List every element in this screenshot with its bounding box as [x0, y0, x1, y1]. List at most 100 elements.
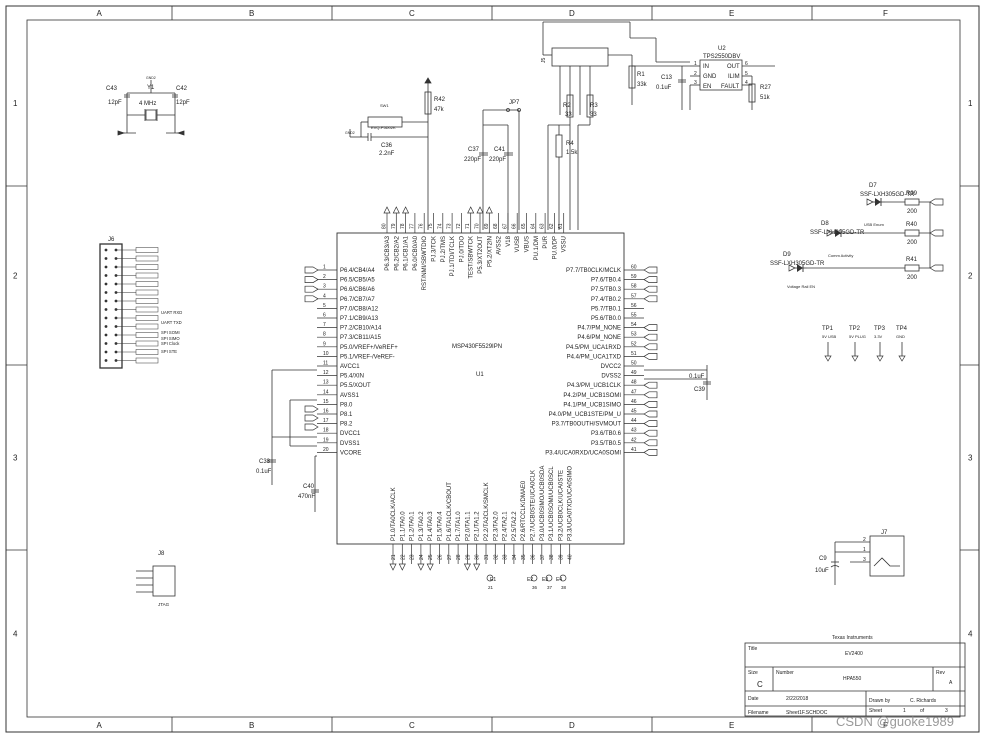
frame-row-label-left: 4: [13, 630, 18, 639]
u1-net-flag: [643, 439, 658, 447]
tb-rev-label: Rev: [936, 670, 945, 676]
u1-pin-number: 52: [631, 341, 637, 347]
led-resistor: [904, 264, 920, 272]
u1-pin-number: 77: [409, 223, 415, 229]
r1-value: 33k: [637, 82, 648, 88]
u1-net-flag: [643, 401, 658, 408]
u1-pin-name: P2.4/TA2.1: [503, 511, 509, 541]
c43-value: 12pF: [108, 100, 122, 106]
u1-pin-name: P2.0/TA1.1: [465, 511, 471, 541]
u1-pin-number: 4: [323, 293, 326, 299]
j6-net-tag: [135, 332, 159, 338]
tb-file-label: Filename: [748, 710, 769, 716]
u1-pin-name: PJ.1/TDI/TCLK: [450, 236, 456, 276]
resistor-ref: R40: [906, 222, 918, 228]
u1-pin-number: 20: [323, 447, 329, 453]
u1-pin-name: P8.0: [340, 402, 353, 408]
u1-pin-number: 6: [323, 313, 326, 319]
c42-value: 12pF: [176, 100, 190, 106]
j6-pin: [104, 333, 108, 337]
u1-pin-name: P2.7/UCB0STE/UCA0CLK: [531, 470, 537, 541]
u2-num-4: 4: [745, 80, 748, 86]
u1-decoupling-labels: C38 0.1uF C40 470nF 0.1uF C39: [256, 374, 706, 500]
c38-value: 0.1uF: [256, 469, 272, 475]
tb-title-value: EV2400: [845, 651, 863, 657]
u1-part: MSP430F5529IPN: [452, 344, 502, 350]
resistor-value: 200: [907, 275, 918, 281]
j6-signal-label: SPI Clock: [161, 341, 180, 346]
u1-mcu: MSP430F5529IPN U1 1P6.4/CB4/A42P6.5/CB5/…: [304, 206, 658, 571]
tb-size-label: Size: [748, 670, 758, 676]
j6-pin: [104, 350, 108, 354]
u1-pin-number: 22: [400, 554, 406, 560]
reset-switch-block: [349, 77, 432, 230]
u1-pin-name: P7.3/CB11/A15: [340, 335, 382, 341]
r42-ref: R42: [434, 97, 446, 103]
u1-net-flag: [417, 563, 425, 571]
u1-pin-name: AVSS2: [497, 235, 503, 255]
u1-net-flag: [398, 563, 406, 571]
u1-pin-number: 39: [558, 554, 564, 560]
u1-pin-number: 26: [438, 554, 444, 560]
frame-col-label-top: D: [569, 9, 575, 18]
j6-net-tag: [135, 264, 159, 270]
u1-pin-number: 3: [323, 284, 326, 290]
tb-sheet-value: 1: [903, 708, 906, 714]
led-part: SSF-LXH305GD-TR: [770, 261, 825, 267]
testpoint-label: 5V PLUG: [849, 334, 866, 339]
u2-num-1: 1: [694, 61, 697, 67]
testpoint-ref: TP3: [874, 326, 886, 332]
j8-labels: J8 JTAG: [158, 551, 170, 607]
u1-pin-name: P2.5/TA2.2: [512, 511, 518, 541]
r1-ref: R1: [637, 72, 645, 78]
u1-pin-number: 76: [419, 223, 425, 229]
u1-pin-name: P3.4/UCA0RXD/UCA0SOMI: [545, 450, 621, 456]
u1-pin-name: P6.1/CB1/A1: [404, 235, 410, 270]
frame-row-label-right: 2: [968, 272, 973, 281]
u1-pin-number: 40: [568, 554, 574, 560]
test-pad-icon: [545, 574, 553, 582]
u1-pin-number: 68: [493, 223, 499, 229]
u1-pin-number: 10: [323, 351, 329, 357]
u2-pin-in: IN: [703, 64, 709, 70]
u1-pin-number: 34: [512, 554, 518, 560]
u1-pin-name: P7.6/TB0.4: [591, 278, 622, 284]
u1-pin-number: 43: [631, 428, 637, 434]
j6-net-tag: [135, 272, 159, 279]
tb-number-value: HPA550: [843, 676, 861, 682]
j6-ref: J6: [108, 237, 115, 243]
u1-pin-number: 53: [631, 332, 637, 338]
u1-pin-name: RST/NMI/SBWTDIO: [422, 236, 428, 291]
u1-net-flag: [643, 420, 658, 427]
testpoint-label: 5V USB: [822, 334, 837, 339]
led-net-flag: [929, 264, 944, 272]
u1-net-flag: [304, 295, 319, 303]
usb-block: [542, 21, 690, 230]
j8-jtag: [136, 565, 176, 597]
u2-pin-gnd: GND: [703, 74, 717, 80]
u1-pin-name: P1.6/TA1CLK/CBOUT: [447, 482, 453, 541]
frame-col-label-bottom: B: [249, 721, 254, 730]
c43-ref: C43: [106, 86, 118, 92]
u1-pin-name: P5.4/XIN: [340, 374, 364, 380]
u1-net-flag: [643, 353, 658, 360]
u1-pin-name: P7.4/TB0.2: [591, 297, 622, 303]
u1-pin-name: P1.4/TA0.3: [428, 511, 434, 541]
frame-row-label-right: 3: [968, 454, 973, 463]
u1-net-flag: [476, 206, 484, 214]
u2-block: [632, 59, 775, 110]
r27-ref: R27: [760, 85, 772, 91]
u1-net-flag: [304, 414, 319, 422]
u1-pin-name: P5.0/VREF+/VeREF+: [340, 345, 398, 351]
led-label: Comm Activity: [828, 253, 853, 258]
u1-net-flag: [643, 266, 658, 274]
u1-pin-name: P3.7/TB0OUTH/SVMOUT: [552, 422, 622, 428]
u1-net-flag: [643, 285, 658, 293]
u1-net-flag: [392, 206, 400, 214]
u1-net-flag: [485, 206, 493, 214]
led-net-flag: [826, 229, 834, 237]
u1-pin-name: AVSS1: [340, 393, 360, 399]
u1-net-flag: [643, 391, 658, 399]
